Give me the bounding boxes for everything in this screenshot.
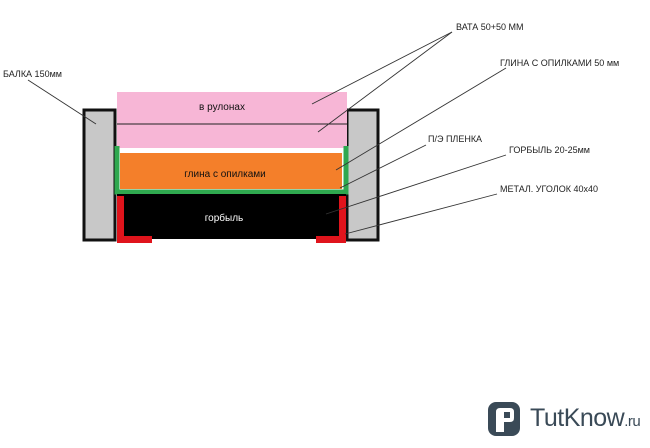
leader-balka <box>27 79 97 125</box>
leader-ugolok <box>344 193 498 235</box>
tutknow-logo: TutKnow.ru <box>486 398 646 444</box>
beam-left <box>82 108 117 242</box>
layer-vata-label: в рулонах <box>199 102 245 113</box>
label-vata: ВАТА 50+50 ММ <box>456 22 523 32</box>
layer-vata <box>117 92 347 148</box>
label-gorbyl: ГОРБЫЛЬ 20-25мм <box>509 145 590 155</box>
logo-wordmark: TutKnow.ru <box>530 404 641 433</box>
metal-angle-right <box>316 196 346 243</box>
label-balka: БАЛКА 150мм <box>3 69 62 79</box>
layer-plenka <box>114 146 349 195</box>
pipe-wrench-icon <box>488 402 520 436</box>
metal-angle-left <box>117 196 152 243</box>
label-glina-opilki: ГЛИНА С ОПИЛКАМИ 50 мм <box>500 58 619 68</box>
layer-glina-label: глина с опилками <box>184 169 266 180</box>
leader-vata-1 <box>311 31 453 105</box>
layer-gorbyl-label: горбыль <box>205 212 244 224</box>
layer-glina <box>120 153 342 189</box>
label-metal-ugolok: МЕТАЛ. УГОЛОК 40х40 <box>500 184 598 194</box>
beam-right <box>345 108 380 242</box>
logo-name: TutKnow <box>530 404 625 432</box>
leader-glina <box>335 67 507 171</box>
label-pe-plenka: П/Э ПЛЕНКА <box>428 134 482 144</box>
leader-vata-2 <box>317 31 453 133</box>
layer-gorbyl <box>117 194 346 239</box>
leader-plenka <box>339 144 427 189</box>
leader-gorbyl <box>325 154 507 215</box>
logo-tld: .ru <box>624 413 641 430</box>
